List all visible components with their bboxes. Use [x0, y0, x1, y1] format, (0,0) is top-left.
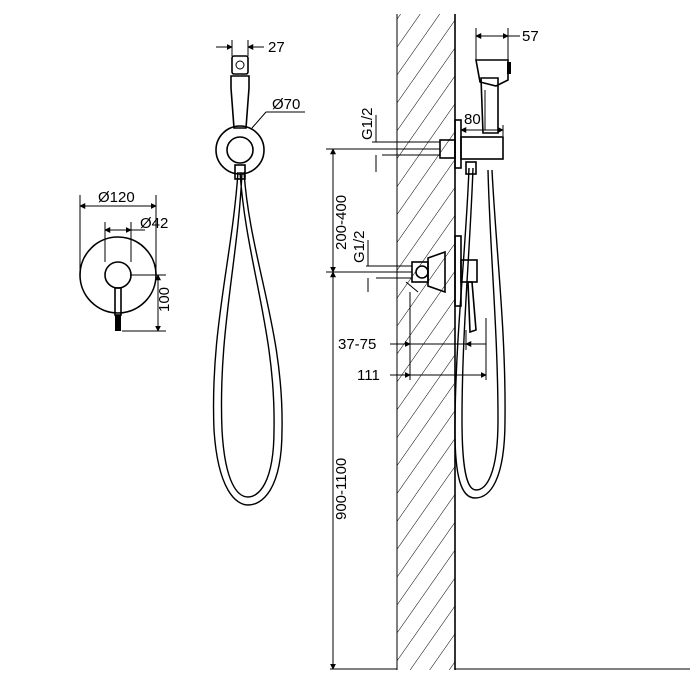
holder-ring-inner	[226, 136, 254, 164]
hose-connector	[234, 164, 246, 180]
handle-outline	[104, 261, 132, 289]
hose-outer	[212, 171, 283, 506]
mixer-valve-neck	[427, 250, 446, 294]
side-handshower-head	[475, 59, 509, 87]
side-view-dimensions: 57 80 G1/2 200-400 G1/2 37-75 1	[326, 28, 539, 670]
holder-projection-label: 80	[464, 111, 481, 128]
handshower-front-view: 27 Ø70	[212, 39, 305, 506]
plate-diameter-label: Ø120	[98, 189, 135, 206]
handshower-head	[231, 55, 249, 75]
holder-leader	[251, 111, 267, 129]
holder-ring-outer	[215, 125, 265, 175]
holder-arm	[460, 136, 504, 160]
hose-inner	[220, 171, 275, 498]
lower-thread-label: G1/2	[351, 230, 368, 263]
upper-range-label: 200-400	[333, 195, 350, 250]
handshower-nozzle	[235, 60, 245, 70]
mixer-inlet-detail	[405, 281, 419, 293]
holder-diameter-label: Ø70	[272, 96, 300, 113]
head-width-label: 27	[268, 39, 285, 56]
mixer-depth-label: 37-75	[338, 336, 376, 353]
mixer-lever	[467, 281, 477, 334]
side-hose-connector-upper	[465, 161, 477, 175]
wall-section	[330, 14, 690, 670]
side-hose-inner	[461, 167, 499, 491]
wall-hatching	[397, 14, 455, 670]
upper-outlet-flange	[454, 119, 462, 169]
lever-outline	[114, 287, 122, 316]
handle-diameter-label: Ø42	[140, 215, 168, 232]
head-side-width-label: 57	[522, 28, 539, 45]
mixer-plate-front-view: Ø120 Ø42 100	[79, 189, 173, 332]
total-projection-label: 111	[357, 367, 380, 384]
plate-height-label: 100	[156, 287, 173, 312]
lever-tip	[115, 315, 121, 331]
mixer-cover-plate	[454, 235, 462, 307]
handshower-body	[230, 75, 250, 129]
upper-thread-label: G1/2	[359, 107, 376, 140]
side-handshower-body	[480, 77, 499, 134]
side-handshower-nozzle	[507, 62, 511, 74]
install-height-label: 900-1100	[333, 458, 350, 520]
